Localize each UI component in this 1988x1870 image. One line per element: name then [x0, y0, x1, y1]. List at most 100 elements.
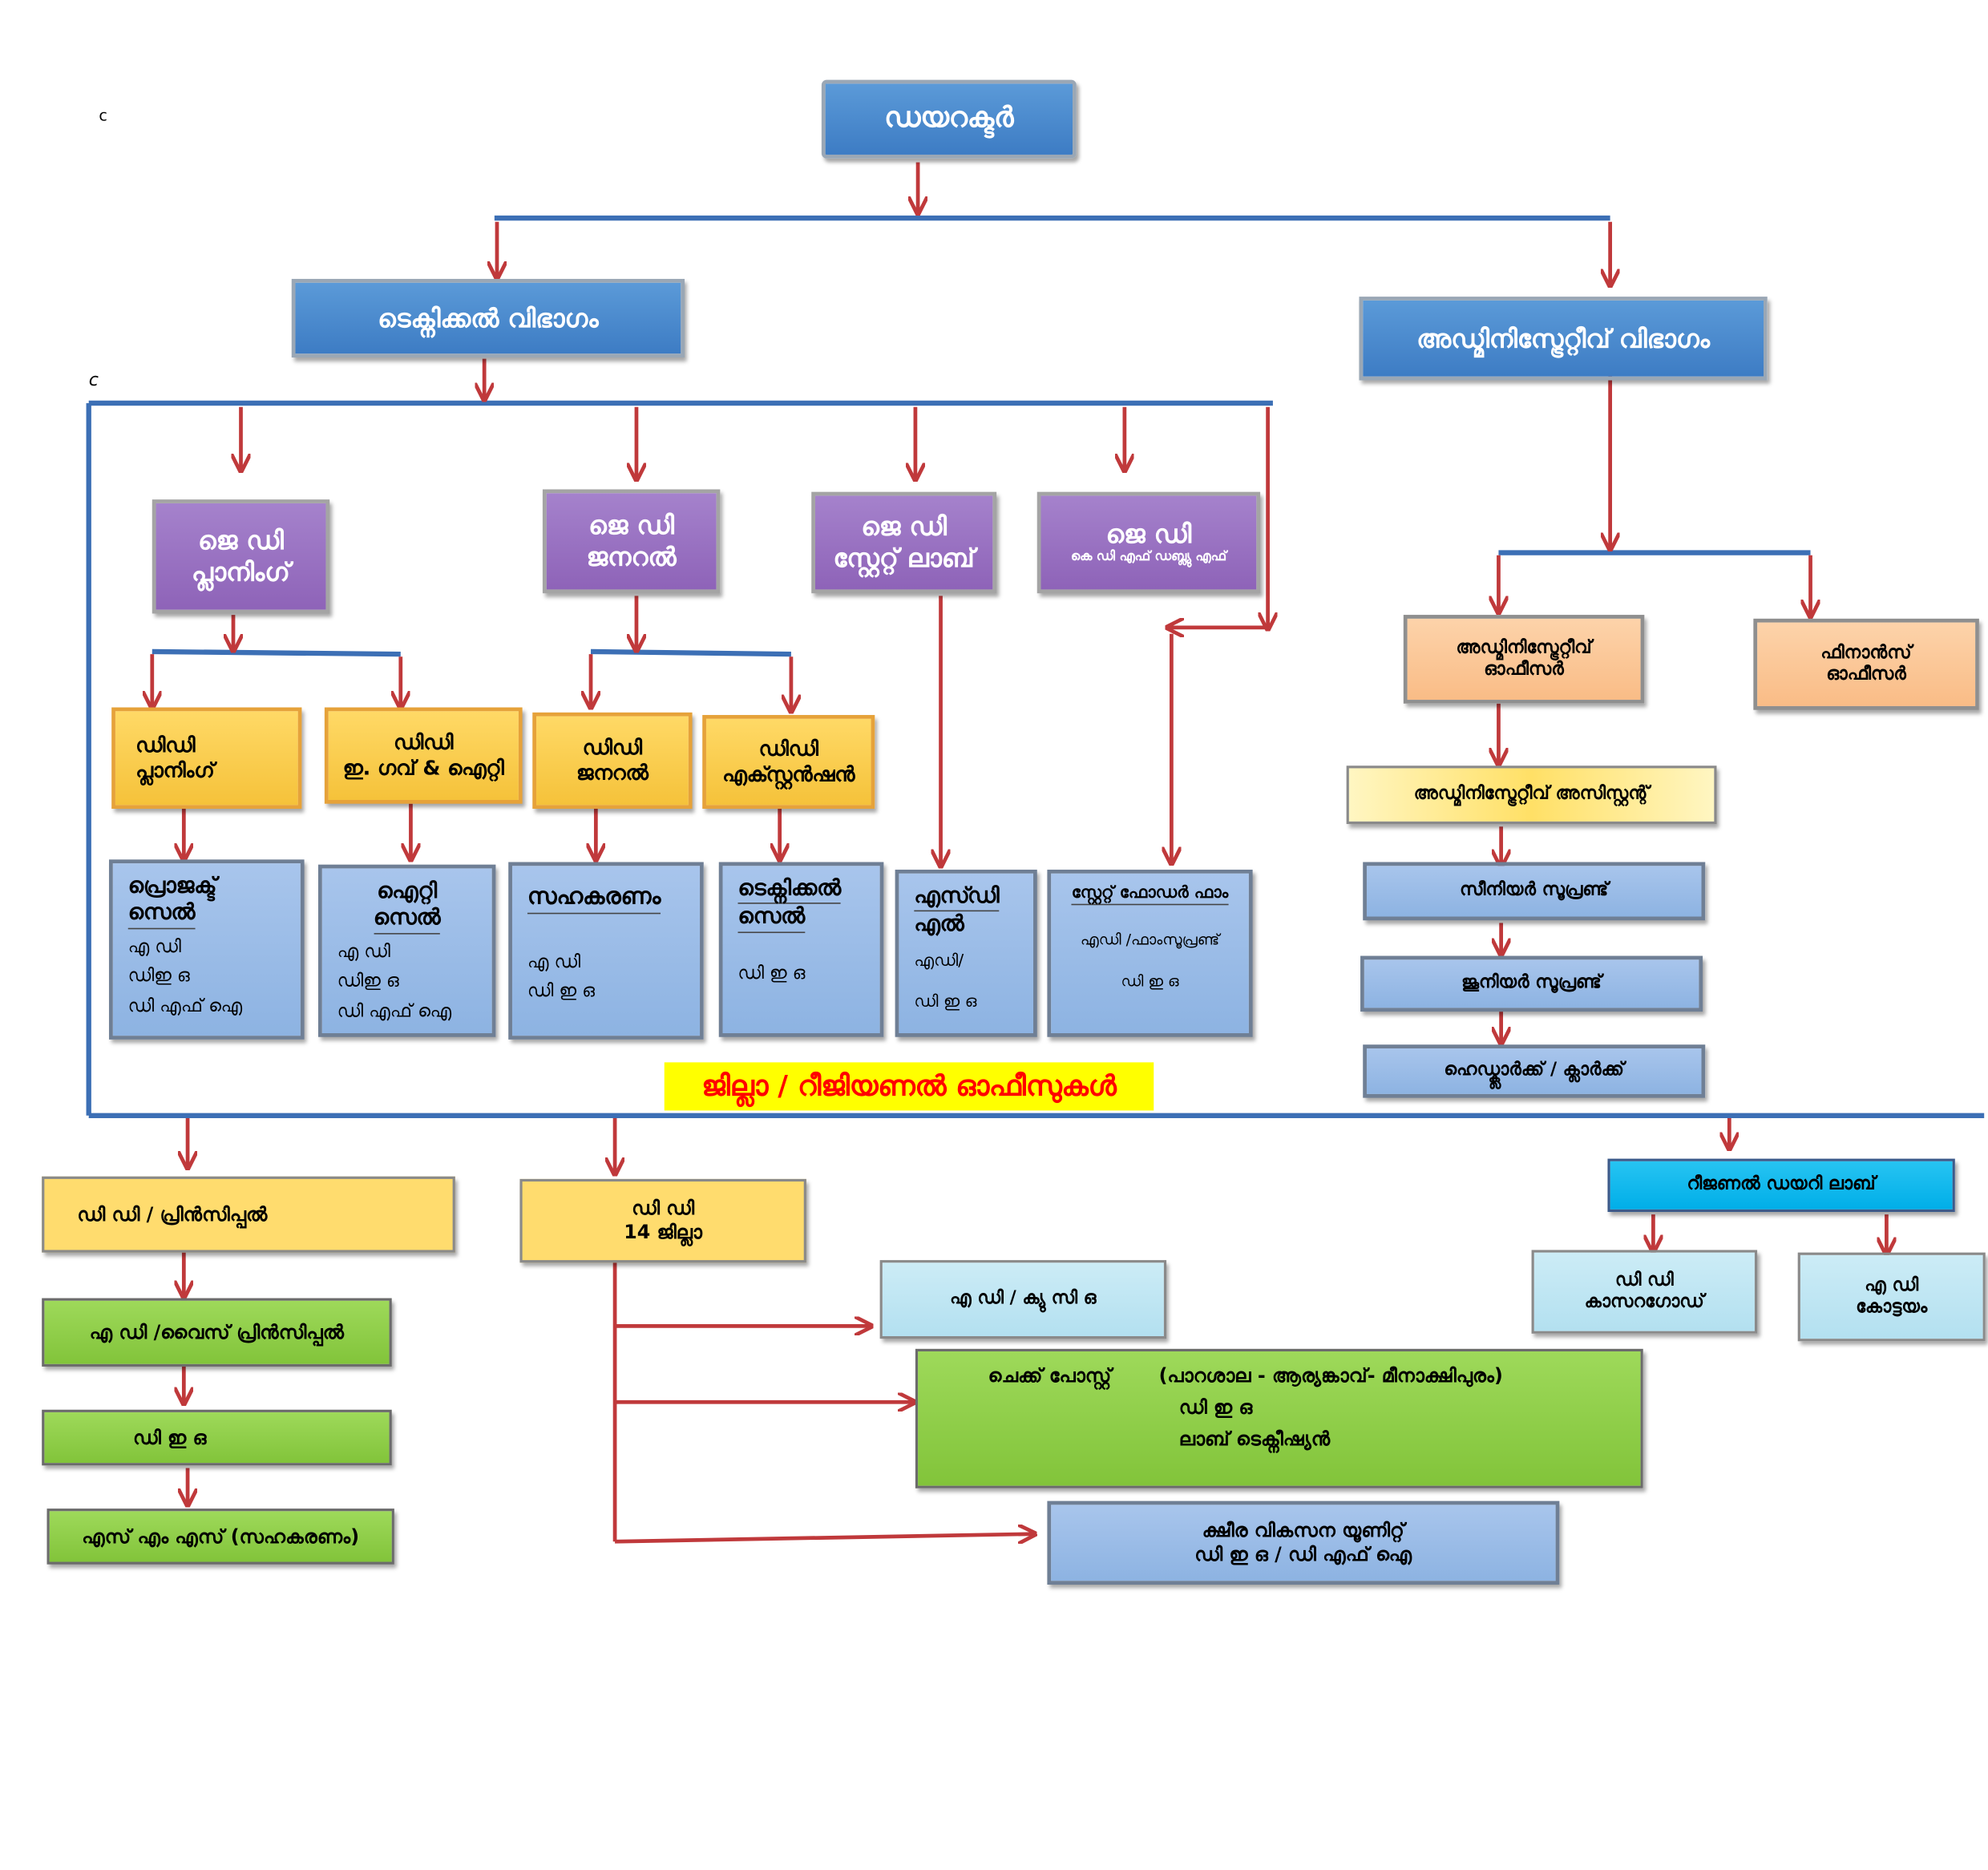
fodder-cell-line: ഡി ഇ ഒ [1121, 972, 1179, 991]
ad-vice-principal-label: എ ഡി /വൈസ് പ്രിൻസിപ്പൽ [89, 1320, 345, 1343]
dd-principal-label: ഡി ഡി / പ്രിൻസിപ്പൽ [77, 1202, 268, 1226]
corner-mark: c [99, 106, 107, 124]
finance-officer-title: ഫിനാൻസ് [1820, 642, 1912, 663]
dd-kasaragod-subtitle: കാസറഗോഡ് [1584, 1291, 1704, 1312]
project-cell-line: ഡിഇ ഒ [127, 966, 190, 987]
dd-general-title: ഡിഡി [582, 735, 643, 760]
dd-extension-box: ഡിഡി എക്സ്റ്റൻഷൻ [702, 715, 875, 810]
director-box: ഡയറക്ടർ [821, 79, 1077, 159]
admin-assistant-box: അഡ്മിനിസ്ട്രേറ്റീവ് അസിസ്റ്റന്റ് [1346, 765, 1717, 825]
checkpost-lab-technician: ലാബ് ടെക്നീഷ്യൻ [1178, 1427, 1331, 1450]
coop-cell-box: സഹകരണം എ ഡി ഡി ഇ ഒ [508, 862, 704, 1040]
deo-box: ഡി ഇ ഒ [42, 1409, 392, 1466]
checkpost-box: ചെക്ക് പോസ്റ്റ് (പാറശാല - ആര്യങ്കാവ്- മീ… [915, 1348, 1643, 1488]
deo-label: ഡി ഇ ഒ [133, 1425, 207, 1449]
checkpost-deo: ഡി ഇ ഒ [1178, 1395, 1253, 1419]
director-label: ഡയറക്ടർ [884, 103, 1014, 135]
dd-district-title: ഡി ഡി [632, 1197, 695, 1220]
jd-state-lab-title: ജെ ഡി [861, 511, 948, 542]
project-cell-title: പ്രൊജക്ട് [127, 873, 217, 899]
senior-supdt-label: സീനിയർ സൂപ്രണ്ട് [1460, 880, 1609, 901]
district-offices-label: ജില്ലാ / റീജിയണൽ ഓഫീസുകൾ [664, 1062, 1154, 1111]
jd-kdfwf-box: ജെ ഡി കെ ഡി എഫ് ഡബ്ല്യു എഫ് [1036, 491, 1261, 594]
jd-kdfwf-subtitle: കെ ഡി എഫ് ഡബ്ല്യു എഫ് [1070, 550, 1226, 565]
dd-egov-box: ഡിഡി ഇ. ഗവ് & ഐറ്റി [324, 707, 523, 804]
jd-state-lab-box: ജെ ഡി സ്റ്റേറ്റ് ലാബ് [811, 491, 997, 594]
dd-planning-title: ഡിഡി [135, 733, 196, 757]
checkpost-row: ചെക്ക് പോസ്റ്റ് (പാറശാല - ആര്യങ്കാവ്- മീ… [941, 1364, 1618, 1388]
sdl-cell-line: ഡി ഇ ഒ [914, 992, 977, 1012]
dd-egov-title: ഡിഡി [394, 730, 454, 755]
dd-extension-title: ഡിഡി [758, 736, 818, 761]
it-cell-line: ഡി എഫ് ഐ [337, 1000, 452, 1021]
admin-assistant-label: അഡ്മിനിസ്ട്രേറ്റീവ് അസിസ്റ്റന്റ് [1413, 783, 1650, 805]
technical-division-box: ടെക്നിക്കൽ വിഭാഗം [291, 278, 685, 358]
dd-district-box: ഡി ഡി 14 ജില്ലാ [519, 1178, 806, 1263]
jd-planning-box: ജെ ഡി പ്ലാനിംഗ് [152, 499, 330, 614]
tech-cell-title: ടെക്നിക്കൽ [737, 876, 842, 905]
sms-box: എസ് എം എസ് (സഹകരണം) [46, 1509, 394, 1565]
dd-principal-box: ഡി ഡി / പ്രിൻസിപ്പൽ [42, 1176, 455, 1253]
technical-division-label: ടെക്നിക്കൽ വിഭാഗം [378, 302, 599, 333]
it-cell-title: ഐറ്റി [377, 878, 438, 904]
jd-state-lab-subtitle: സ്റ്റേറ്റ് ലാബ് [833, 542, 975, 573]
dd-planning-box: ഡിഡി പ്ലാനിംഗ് [111, 707, 302, 810]
clerk-label: ഹെഡ്ക്ലാർക്ക് / ക്ലാർക്ക് [1444, 1060, 1625, 1080]
it-cell-line: ഡിഇ ഒ [337, 971, 399, 992]
ad-kottayam-title: എ ഡി [1865, 1274, 1919, 1295]
regional-lab-box: റീജണൽ ഡയറി ലാബ് [1607, 1158, 1955, 1213]
ksheera-title: ക്ഷീര വികസന യൂണിറ്റ് [1202, 1519, 1404, 1542]
jd-general-box: ജെ ഡി ജനറൽ [542, 489, 721, 594]
it-cell-line: എ ഡി [337, 941, 390, 962]
dd-general-subtitle: ജനറൽ [576, 760, 649, 786]
ksheera-box: ക്ഷീര വികസന യൂണിറ്റ് ഡി ഇ ഒ / ഡി എഫ് ഐ [1047, 1500, 1560, 1585]
dd-planning-subtitle: പ്ലാനിംഗ് [135, 757, 215, 782]
ad-kottayam-box: എ ഡി കോട്ടയം [1797, 1252, 1986, 1342]
admin-officer-box: അഡ്മിനിസ്ട്രേറ്റീവ് ഓഫീസർ [1403, 615, 1645, 704]
jd-general-connector [590, 648, 791, 657]
dd-district-subtitle: 14 ജില്ലാ [624, 1221, 703, 1244]
senior-supdt-box: സീനിയർ സൂപ്രണ്ട് [1363, 862, 1706, 921]
admin-division-label: അഡ്മിനിസ്ട്രേറ്റീവ് വിഭാഗം [1416, 322, 1710, 353]
jd-planning-title: ജെ ഡി [198, 524, 284, 555]
junior-supdt-label: ജൂനിയർ സൂപ്രണ്ട് [1461, 972, 1602, 993]
jd-planning-connector [152, 648, 401, 657]
jd-planning-subtitle: പ്ലാനിംഗ് [192, 556, 290, 588]
project-cell-line: ഡി എഫ് ഐ [127, 996, 243, 1016]
tech-cell-box: ടെക്നിക്കൽ സെൽ ഡി ഇ ഒ [718, 862, 884, 1037]
corner-mark: c [88, 370, 99, 391]
regional-lab-label: റീജണൽ ഡയറി ലാബ് [1687, 1173, 1876, 1195]
junior-supdt-box: ജൂനിയർ സൂപ്രണ്ട് [1360, 955, 1703, 1012]
dd-kasaragod-box: ഡി ഡി കാസറഗോഡ് [1531, 1250, 1758, 1334]
tech-cell-line: ഡി ഇ ഒ [737, 963, 806, 983]
project-cell-line: എ ഡി [127, 936, 181, 957]
sdl-cell-subtitle: എൽ [914, 911, 964, 938]
arrow [615, 1534, 1033, 1541]
admin-officer-title: അഡ്മിനിസ്ട്രേറ്റീവ് [1456, 636, 1592, 658]
tech-cell-subtitle: സെൽ [737, 904, 806, 933]
clerk-box: ഹെഡ്ക്ലാർക്ക് / ക്ലാർക്ക് [1363, 1044, 1706, 1098]
jd-general-title: ജെ ഡി [588, 509, 674, 540]
fodder-cell-title: സ്റ്റേറ്റ് ഫോഡർ ഫാം [1071, 883, 1229, 906]
fodder-cell-line: എഡി /ഫാംസൂപ്രണ്ട് [1080, 931, 1220, 949]
it-cell-box: ഐറ്റി സെൽ എ ഡി ഡിഇ ഒ ഡി എഫ് ഐ [317, 864, 496, 1037]
it-cell-subtitle: സെൽ [373, 906, 441, 934]
admin-officer-subtitle: ഓഫീസർ [1484, 659, 1564, 680]
ad-vice-principal-box: എ ഡി /വൈസ് പ്രിൻസിപ്പൽ [42, 1298, 392, 1367]
sdl-cell-line: എഡി/ [914, 951, 964, 971]
finance-officer-box: ഫിനാൻസ് ഓഫീസർ [1753, 618, 1979, 710]
ksheera-subtitle: ഡി ഇ ഒ / ഡി എഫ് ഐ [1194, 1542, 1412, 1566]
fodder-cell-box: സ്റ്റേറ്റ് ഫോഡർ ഫാം എഡി /ഫാംസൂപ്രണ്ട് ഡി… [1047, 869, 1253, 1037]
project-cell-box: പ്രൊജക്ട് സെൽ എ ഡി ഡിഇ ഒ ഡി എഫ് ഐ [109, 859, 305, 1040]
dd-extension-subtitle: എക്സ്റ്റൻഷൻ [722, 761, 855, 786]
finance-officer-subtitle: ഓഫീസർ [1826, 664, 1906, 685]
ad-kottayam-subtitle: കോട്ടയം [1856, 1296, 1928, 1318]
sdl-cell-box: എസ്ഡി എൽ എഡി/ ഡി ഇ ഒ [895, 869, 1037, 1037]
ad-qco-box: എ ഡി / ക്യു സി ഒ [879, 1260, 1167, 1339]
sdl-cell-title: എസ്ഡി [914, 883, 1000, 912]
jd-general-subtitle: ജനറൽ [586, 541, 677, 572]
dd-kasaragod-title: ഡി ഡി [1614, 1269, 1674, 1290]
dd-general-box: ഡിഡി ജനറൽ [532, 712, 693, 810]
